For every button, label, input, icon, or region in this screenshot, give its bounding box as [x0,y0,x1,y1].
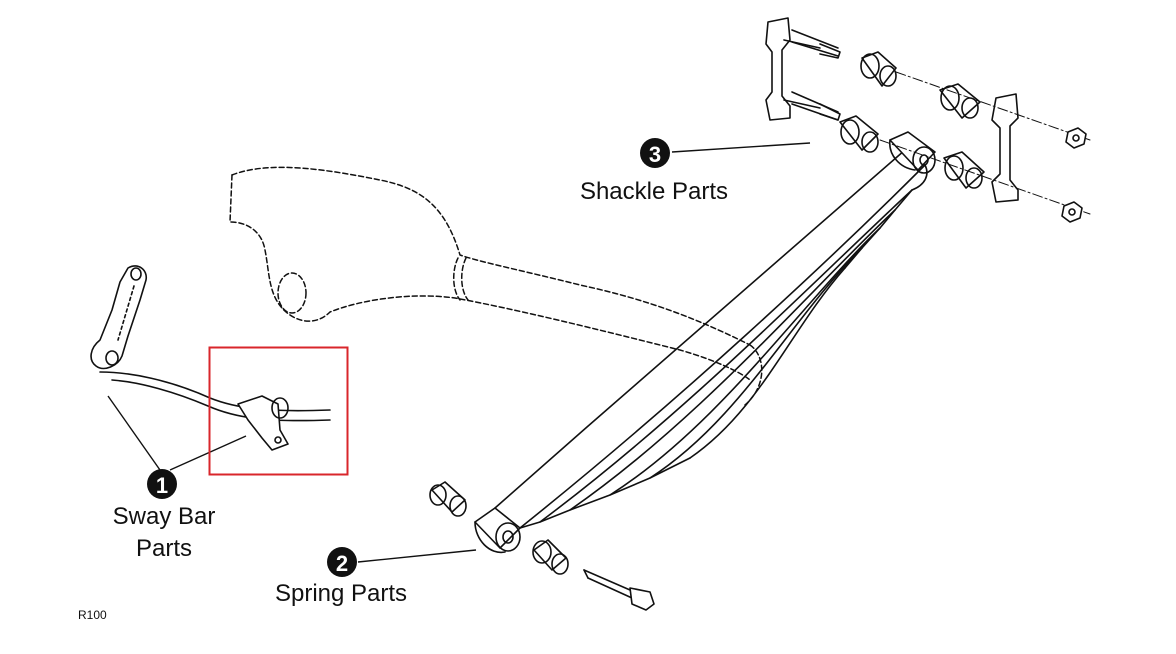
shackle-plate-outer [991,93,1019,203]
sway-bar-bracket [237,395,289,451]
leader-lines [107,142,811,563]
front-bushing-right [532,539,569,575]
sway-bar-rod [99,371,331,422]
spring-front-eye [474,507,521,554]
spring-parts-label: Spring Parts [275,580,407,607]
callout-badge-3: 3 [640,138,670,168]
shackle-bushing-lower-left [839,115,879,153]
callout-badge-1: 1 [147,469,177,499]
shackle-bushing-upper-left [860,51,897,87]
shackle-bushing-lower-right [943,151,985,189]
leaf-spring [494,149,928,529]
shackle-bushing-upper-right [939,83,981,119]
highlight-box [208,346,349,476]
sway-bar-link [90,265,148,370]
sway-bar-label-line-1: Sway Bar [113,503,216,530]
callout-number-2: 2 [336,551,348,576]
spring-rear-eye [889,131,936,174]
callout-badge-2: 2 [327,547,357,577]
shackle-parts-label: Shackle Parts [580,178,728,205]
sway-bar-label-line-2: Parts [136,535,192,562]
shackle-nuts [1061,127,1087,223]
front-bushing-left [429,481,467,517]
shackle-centerlines [879,71,1091,215]
shackle-plate-inner [765,17,841,121]
spring-bolt [583,569,655,611]
callout-number-1: 1 [156,473,168,498]
callout-number-3: 3 [649,142,661,167]
figure-code: R100 [78,608,107,622]
